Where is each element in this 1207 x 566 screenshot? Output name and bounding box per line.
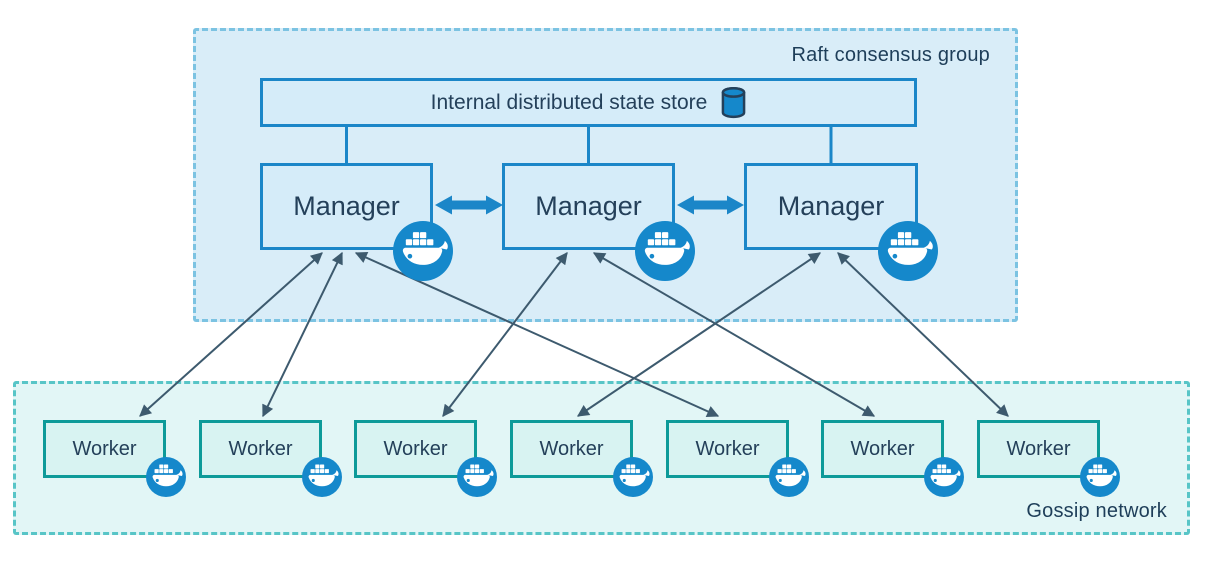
worker-3-label: Worker (383, 437, 448, 460)
worker-2-label: Worker (228, 437, 293, 460)
worker-5-label: Worker (695, 437, 760, 460)
manager-3-node: Manager (744, 163, 918, 250)
worker-1-node: Worker (43, 420, 166, 478)
manager-1-node: Manager (260, 163, 433, 250)
state-store-label: Internal distributed state store (430, 90, 708, 114)
worker-6-label: Worker (850, 437, 915, 460)
worker-7-node: Worker (977, 420, 1100, 478)
manager-2-node: Manager (502, 163, 675, 250)
worker-4-node: Worker (510, 420, 633, 478)
raft-group-label: Raft consensus group (791, 44, 990, 66)
worker-1-label: Worker (72, 437, 137, 460)
worker-6-node: Worker (821, 420, 944, 478)
manager-3-label: Manager (777, 191, 885, 221)
worker-3-node: Worker (354, 420, 477, 478)
database-cylinder-icon (722, 86, 746, 118)
worker-5-node: Worker (666, 420, 789, 478)
manager-2-label: Manager (535, 191, 642, 221)
worker-4-label: Worker (539, 437, 604, 460)
manager-1-label: Manager (293, 191, 400, 221)
gossip-network-label: Gossip network (1026, 500, 1167, 522)
state-store-node: Internal distributed state store (260, 78, 917, 127)
worker-2-node: Worker (199, 420, 322, 478)
worker-7-label: Worker (1006, 437, 1071, 460)
